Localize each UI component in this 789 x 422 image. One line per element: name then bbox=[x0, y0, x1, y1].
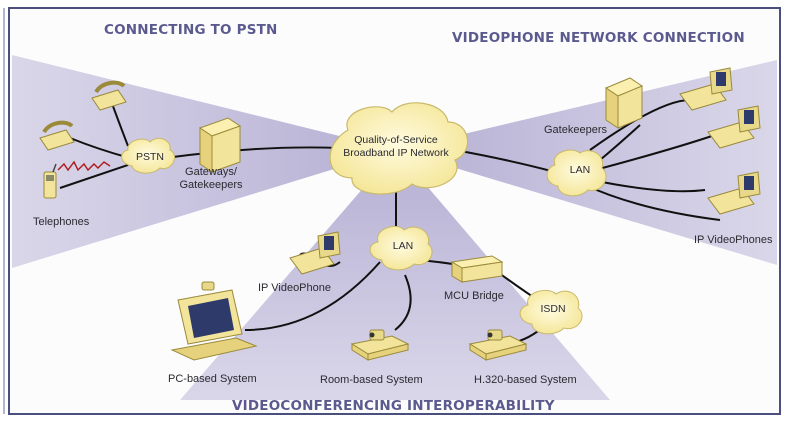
wireless-signal bbox=[57, 160, 111, 172]
core-network-cloud bbox=[329, 102, 469, 195]
lan-bottom-cloud bbox=[369, 226, 433, 271]
core-network-label: Quality-of-Service Broadband IP Network bbox=[343, 134, 449, 159]
videophone-section-title: VIDEOPHONE NETWORK CONNECTION bbox=[452, 30, 745, 46]
telephones-label: Telephones bbox=[33, 216, 90, 228]
room-system-label: Room-based System bbox=[320, 374, 423, 386]
monitor-icon bbox=[170, 281, 258, 361]
h320-system-label: H.320-based System bbox=[474, 374, 577, 386]
lan-bottom-label: LAN bbox=[392, 240, 414, 252]
pstn-label: PSTN bbox=[135, 151, 164, 163]
videophone-icon bbox=[707, 105, 761, 149]
mcu-bridge-label: MCU Bridge bbox=[444, 290, 504, 302]
isdn-cloud bbox=[519, 290, 583, 335]
pstn-section-title: CONNECTING TO PSTN bbox=[104, 22, 278, 38]
conferencing-section-title: VIDEOCONFERENCING INTEROPERABILITY bbox=[232, 398, 555, 414]
videophone-icon bbox=[679, 67, 733, 111]
bridge-icon bbox=[450, 255, 504, 283]
telephone-icon bbox=[39, 120, 75, 151]
telephone-icon bbox=[91, 80, 127, 111]
gateways-label: Gateways/ Gatekeepers bbox=[179, 166, 243, 191]
pc-system-label: PC-based System bbox=[168, 373, 257, 385]
camera-icon bbox=[350, 329, 410, 361]
lan-right-cloud bbox=[546, 149, 607, 197]
ip-videophones-label: IP VideoPhones bbox=[694, 234, 773, 246]
server-icon bbox=[198, 117, 242, 173]
videophone-icon bbox=[707, 171, 761, 215]
isdn-label: ISDN bbox=[540, 303, 566, 315]
lan-right-label: LAN bbox=[569, 164, 591, 176]
gatekeepers-label: Gatekeepers bbox=[544, 124, 607, 136]
pstn-cloud bbox=[121, 137, 175, 174]
ip-videophone-label: IP VideoPhone bbox=[258, 282, 331, 294]
camera-icon bbox=[468, 329, 528, 361]
cellphone-icon bbox=[43, 163, 57, 199]
server-icon bbox=[604, 77, 644, 129]
videophone-icon bbox=[289, 231, 341, 275]
